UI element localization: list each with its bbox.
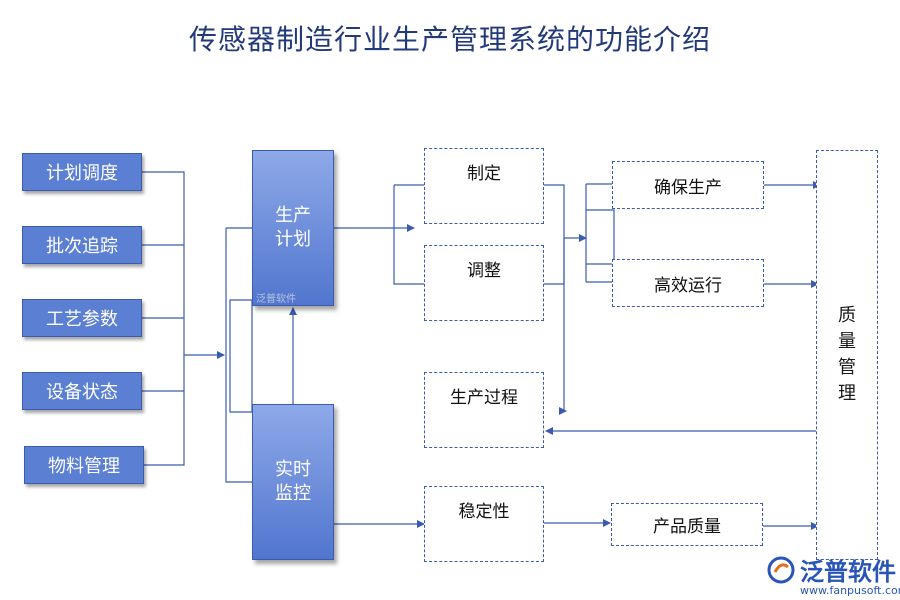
realtime-monitor-box: 实时监控 [252, 404, 334, 560]
page-title: 传感器制造行业生产管理系统的功能介绍 [188, 23, 711, 56]
outcome-product-quality: 产品质量 [611, 503, 763, 546]
realtime-monitor-label: 实时监控 [275, 459, 311, 504]
production-plan-box: 生产计划 [252, 150, 334, 306]
step-production-process: 生产过程 [424, 372, 544, 448]
step-formulate: 制定 [424, 148, 544, 224]
input-equipment-status: 设备状态 [22, 372, 142, 410]
input-material-management: 物料管理 [24, 446, 144, 484]
brand-url: www.fanpusoft.com [800, 584, 900, 597]
quality-management-box: 质量管理 [816, 150, 878, 560]
production-plan-label: 生产计划 [275, 205, 311, 250]
step-adjust: 调整 [424, 245, 544, 321]
brand-logo: 泛普软件 [766, 552, 896, 587]
outcome-ensure-production: 确保生产 [612, 161, 764, 209]
input-process-parameters: 工艺参数 [22, 299, 142, 337]
step-stability: 稳定性 [424, 486, 544, 562]
brand-mark-icon [767, 556, 795, 583]
input-batch-tracking: 批次追踪 [22, 226, 142, 264]
outcome-efficient-operation: 高效运行 [612, 259, 764, 307]
quality-management-label: 质量管理 [838, 305, 856, 404]
watermark-text: 泛普软件 [256, 294, 296, 305]
brand-name: 泛普软件 [800, 558, 896, 586]
input-plan-scheduling: 计划调度 [22, 153, 142, 191]
